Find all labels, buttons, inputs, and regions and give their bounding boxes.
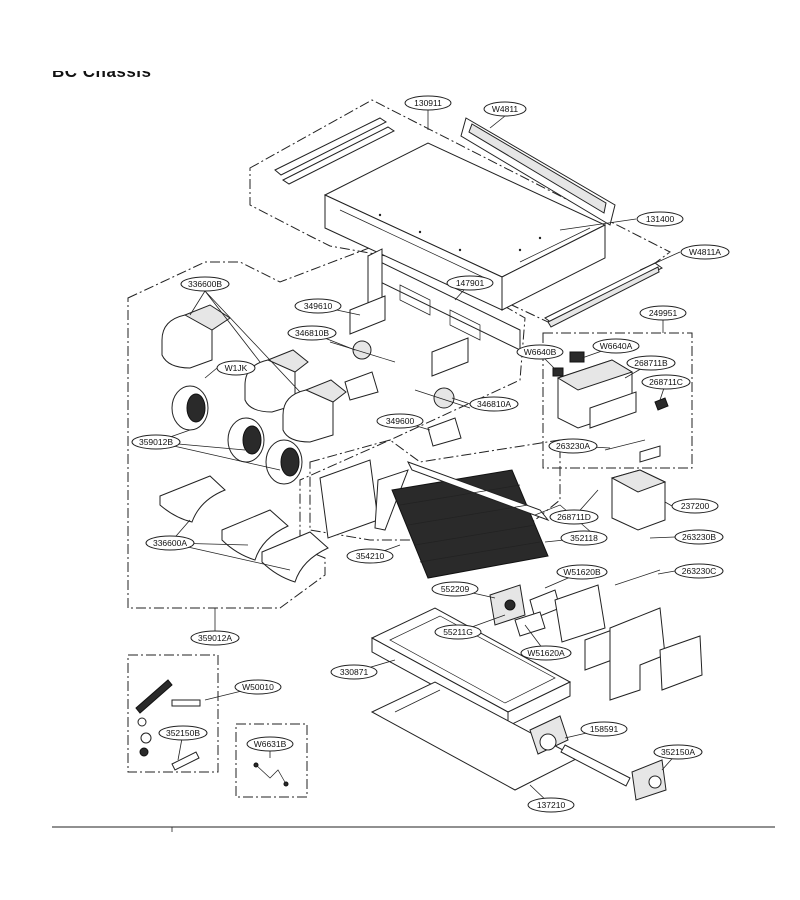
svg-text:131400: 131400 (646, 214, 675, 224)
part-label-346810a: 346810A (469, 396, 519, 412)
part-label-352150b: 352150B (158, 725, 208, 741)
gasket-w4811 (460, 117, 616, 226)
svg-text:137210: 137210 (537, 800, 566, 810)
svg-text:552209: 552209 (441, 584, 470, 594)
part-label-w4811a: W4811A (680, 244, 730, 260)
control-box-group-outline (542, 332, 693, 469)
control-box-parts (552, 351, 669, 463)
part-label-w51620a: W51620A (520, 645, 572, 661)
part-label-147901: 147901 (446, 275, 494, 291)
svg-text:130911: 130911 (414, 98, 442, 108)
part-label-55211g: 55211G (434, 624, 482, 640)
scroll-housing-upper-set (161, 304, 347, 443)
page-title: BC Chassis (52, 62, 152, 81)
part-label-359012a: 359012A (190, 630, 240, 646)
terminal-cover-237200 (610, 469, 667, 531)
svg-text:268711D: 268711D (557, 512, 591, 522)
svg-text:W6640B: W6640B (524, 347, 557, 357)
svg-text:268711C: 268711C (649, 377, 683, 387)
svg-text:346810A: 346810A (477, 399, 511, 409)
svg-text:349610: 349610 (304, 301, 333, 311)
part-label-349600: 349600 (376, 413, 424, 429)
part-label-552209: 552209 (431, 581, 479, 597)
svg-text:359012A: 359012A (198, 633, 232, 643)
side-access-panels (554, 584, 703, 701)
svg-text:249951: 249951 (649, 308, 678, 318)
part-label-137210: 137210 (527, 797, 575, 813)
svg-text:263230B: 263230B (682, 532, 716, 542)
svg-text:W51620A: W51620A (527, 648, 565, 658)
svg-text:346810B: 346810B (295, 328, 329, 338)
part-label-249951: 249951 (639, 305, 687, 321)
part-label-130911: 130911 (404, 95, 452, 111)
part-label-330871: 330871 (330, 664, 378, 680)
blower-wheels (171, 385, 303, 485)
svg-text:W6640A: W6640A (600, 341, 633, 351)
svg-text:336600A: 336600A (153, 538, 187, 548)
svg-text:263230C: 263230C (682, 566, 717, 576)
lower-scroll-housings (159, 475, 329, 583)
svg-text:263230A: 263230A (556, 441, 590, 451)
part-label-359012b: 359012B (131, 434, 181, 450)
part-label-131400: 131400 (636, 211, 684, 227)
part-label-237200: 237200 (671, 498, 719, 514)
partition-147901 (367, 248, 521, 351)
svg-text:W4811A: W4811A (689, 247, 721, 257)
svg-text:W50010: W50010 (242, 682, 274, 692)
wire-kit-outline (235, 723, 308, 798)
svg-text:147901: 147901 (456, 278, 485, 288)
svg-text:352150B: 352150B (166, 728, 200, 738)
part-label-352118: 352118 (560, 530, 608, 546)
drain-fitting-parts (529, 715, 667, 801)
svg-text:237200: 237200 (681, 501, 710, 511)
part-label-w6640a: W6640A (592, 338, 640, 354)
part-label-268711b: 268711B (626, 355, 676, 371)
svg-text:158591: 158591 (590, 724, 619, 734)
motor-mounts (329, 295, 471, 447)
svg-text:352150A: 352150A (661, 747, 695, 757)
part-label-w6640b: W6640B (516, 344, 564, 360)
part-label-336600b: 336600B (180, 276, 230, 292)
refrigerant-valves (489, 504, 661, 637)
part-label-263230c: 263230C (674, 563, 724, 579)
svg-text:55211G: 55211G (443, 627, 473, 637)
wire-kit-part (253, 762, 289, 787)
part-label-263230b: 263230B (674, 529, 724, 545)
svg-text:W4811: W4811 (492, 104, 519, 114)
hardware-kit-outline (127, 654, 219, 773)
part-label-354210: 354210 (346, 548, 394, 564)
svg-text:359012B: 359012B (139, 437, 173, 447)
part-label-336600a: 336600A (145, 535, 195, 551)
svg-text:W1JK: W1JK (225, 363, 248, 373)
part-label-158591: 158591 (580, 721, 628, 737)
part-label-w51620b: W51620B (556, 564, 608, 580)
part-label-263230a: 263230A (548, 438, 598, 454)
evaporator-coil-354210 (319, 459, 550, 579)
part-label-346810b: 346810B (287, 325, 337, 341)
svg-text:336600B: 336600B (188, 279, 222, 289)
svg-text:W51620B: W51620B (563, 567, 601, 577)
blower-group-outline (127, 239, 526, 609)
part-label-w4811: W4811 (483, 101, 527, 117)
part-label-349610: 349610 (294, 298, 342, 314)
svg-text:349600: 349600 (386, 416, 415, 426)
part-label-268711c: 268711C (641, 374, 691, 390)
svg-text:330871: 330871 (340, 667, 369, 677)
part-label-w1jk: W1JK (216, 360, 256, 376)
svg-text:352118: 352118 (570, 533, 598, 543)
rail-w4811a (544, 262, 663, 328)
part-label-w6631b: W6631B (246, 736, 294, 752)
svg-text:W6631B: W6631B (254, 739, 287, 749)
left-support-rails (274, 117, 395, 185)
part-label-352150a: 352150A (653, 744, 703, 760)
hardware-kit-parts (135, 679, 201, 771)
part-label-268711d: 268711D (549, 509, 599, 525)
svg-text:268711B: 268711B (634, 358, 668, 368)
svg-text:354210: 354210 (356, 551, 385, 561)
part-label-w50010: W50010 (234, 679, 282, 695)
